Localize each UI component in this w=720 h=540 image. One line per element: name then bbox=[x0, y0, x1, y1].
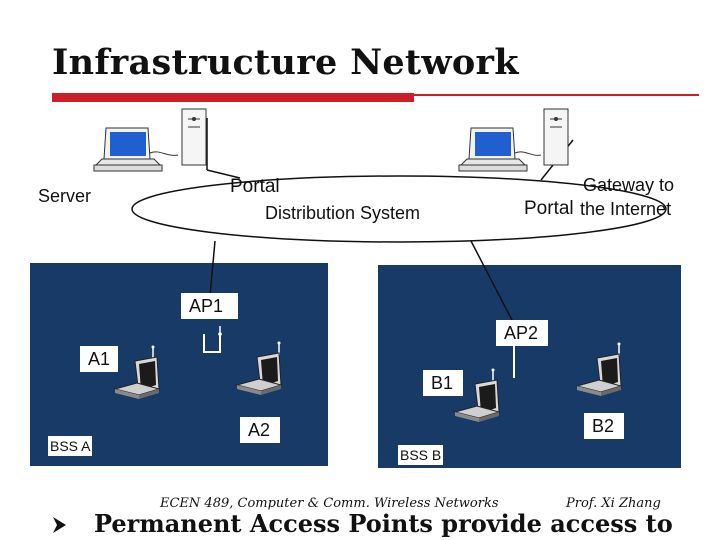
ap1-label: AP1 bbox=[181, 293, 238, 319]
portal-left-label: Portal bbox=[230, 176, 280, 197]
course-footer: ECEN 489, Computer & Comm. Wireless Netw… bbox=[160, 496, 499, 511]
desktop-computer-icon bbox=[93, 108, 207, 172]
station-a2-label: A2 bbox=[240, 417, 280, 443]
bullet-arrow-icon bbox=[53, 517, 66, 533]
desktop-computer-icon bbox=[458, 108, 569, 172]
ap2-label: AP2 bbox=[496, 320, 548, 346]
ds-ap2-line bbox=[470, 240, 515, 325]
bss-b-label: BSS B bbox=[398, 445, 444, 465]
author-footer: Prof. Xi Zhang bbox=[566, 496, 661, 511]
station-b1-label: B1 bbox=[423, 370, 463, 396]
bullet-text: Permanent Access Points provide access t… bbox=[94, 509, 673, 538]
slide-title: Infrastructure Network bbox=[52, 42, 519, 83]
portal-right-label: Portal bbox=[524, 198, 574, 219]
distribution-system-ellipse bbox=[131, 175, 667, 243]
title-underline-thick bbox=[52, 93, 414, 102]
laptop-icon bbox=[235, 341, 283, 395]
gateway-label-line1: Gateway to bbox=[583, 175, 675, 195]
laptop-icon bbox=[575, 342, 623, 396]
bss-b-area bbox=[378, 265, 681, 468]
distribution-system-label: Distribution System bbox=[265, 203, 421, 223]
title-underline-thin bbox=[414, 94, 699, 96]
laptop-icon bbox=[453, 368, 501, 422]
station-a1-label: A1 bbox=[80, 346, 118, 372]
server-portal-line bbox=[206, 169, 241, 179]
laptop-icon bbox=[113, 345, 161, 399]
access-point-icon bbox=[203, 326, 222, 353]
ds-ap1-line bbox=[209, 240, 216, 297]
station-b2-label: B2 bbox=[584, 413, 624, 439]
bss-a-label: BSS A bbox=[48, 436, 93, 456]
gateway-label-line2: the Internet bbox=[580, 199, 672, 219]
server-label: Server bbox=[38, 186, 92, 206]
